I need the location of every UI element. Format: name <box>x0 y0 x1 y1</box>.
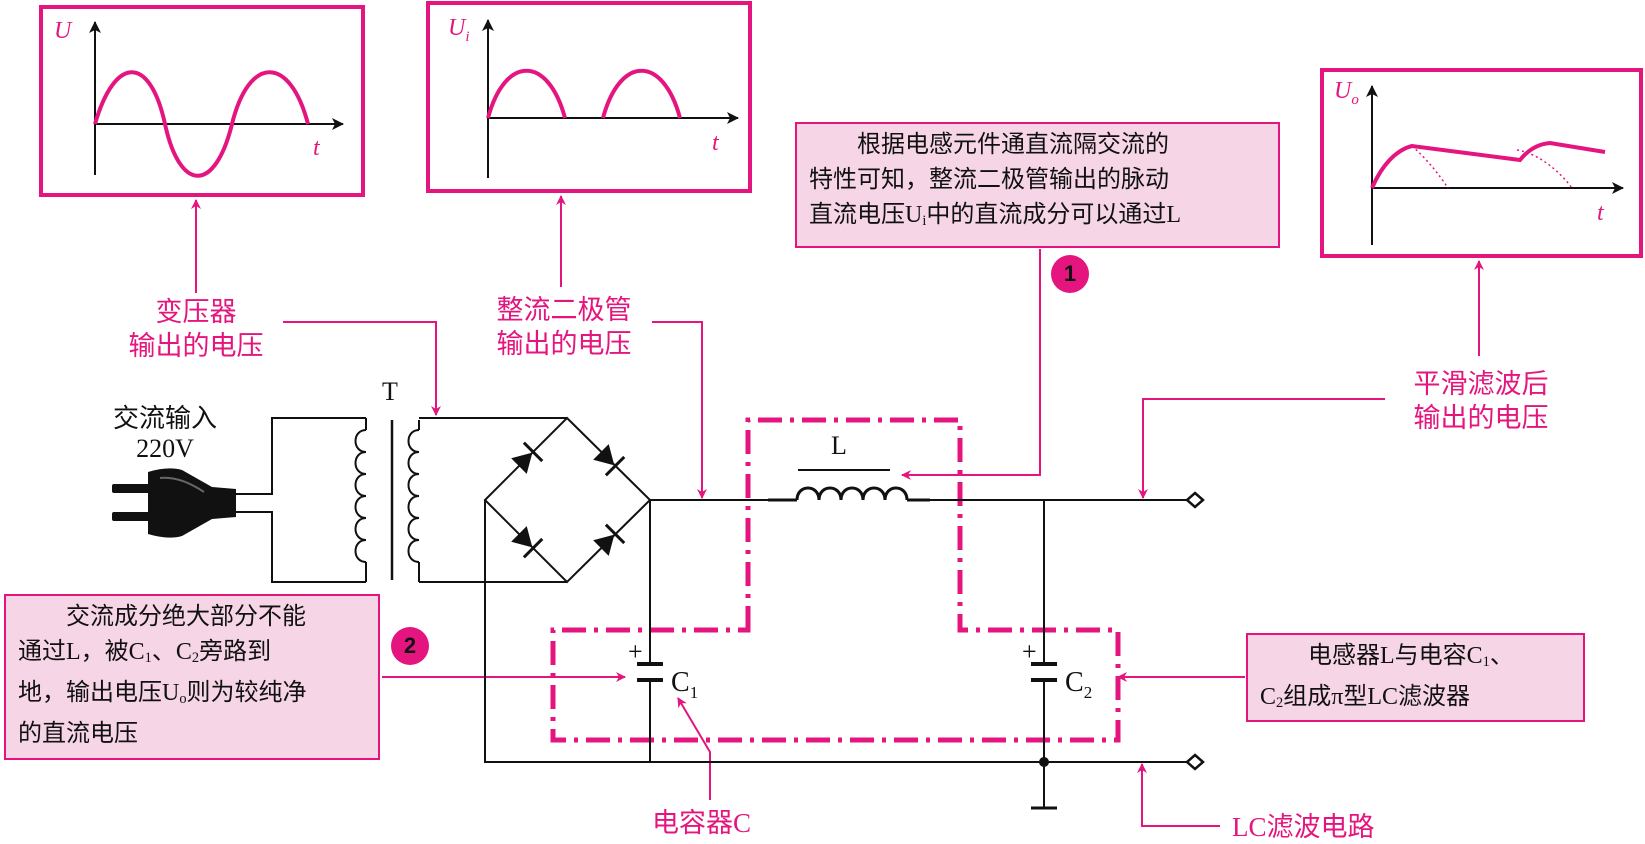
smoothed-output-label: 平滑滤波后 输出的电压 <box>1413 369 1549 433</box>
rectified-waveform-graph: Ui t <box>426 1 752 193</box>
graph3-y-label: Uo <box>1334 78 1359 108</box>
output-terminals <box>1185 491 1205 771</box>
note2-badge: 2 <box>391 627 429 665</box>
rectified-wave <box>486 68 682 119</box>
arrow-smoothed-output <box>1138 398 1385 499</box>
smoothed-wave <box>1370 140 1606 189</box>
arrow-note1-to-inductor <box>901 249 1041 480</box>
c2-plus: + <box>1022 637 1037 666</box>
ac-plug-icon <box>112 468 236 538</box>
graph3-x-label: t <box>1597 200 1605 226</box>
diode-bottom-right <box>593 523 626 556</box>
inductor-letter: L <box>831 431 847 460</box>
arrow-lc-label <box>1137 763 1220 827</box>
callout-arrows <box>191 195 1484 827</box>
diode-top-right <box>593 444 626 477</box>
smoothed-waveform-graph: Uo t <box>1320 68 1643 258</box>
graph1-x-label: t <box>313 135 321 161</box>
transformer-output-label: 变压器 输出的电压 <box>128 297 264 361</box>
lc-filter-outline <box>550 417 1121 743</box>
note1-badge: 1 <box>1051 255 1089 293</box>
capacitor-c-label: 电容器C <box>652 808 752 838</box>
ac-input-label: 交流输入 220V <box>113 404 218 463</box>
c2-label: C2 <box>1065 667 1092 702</box>
note2-box: 交流成分绝大部分不能 通过L，被C1、C2旁路到 地，输出电压Uo则为较纯净 的… <box>4 594 380 760</box>
diode-top-left <box>511 441 544 474</box>
secondary-coil <box>407 429 420 563</box>
circuit-wiring <box>235 416 1195 810</box>
graph1-y-label: U <box>54 18 73 44</box>
primary-coil <box>354 429 367 563</box>
transformer-waveform-graph: U t <box>39 5 365 197</box>
capacitor-c2 <box>1031 662 1057 682</box>
bridge-rectifier <box>483 416 652 584</box>
note3-box: 电感器L与电容C1、 C2组成π型LC滤波器 <box>1246 633 1585 722</box>
transformer-letter: T <box>382 377 398 406</box>
note1-box: 根据电感元件通直流隔交流的 特性可知，整流二极管输出的脉动 直流电压Ui中的直流… <box>795 122 1280 248</box>
arrow-transformer-secondary <box>283 321 441 416</box>
graph2-y-label: Ui <box>448 15 470 45</box>
graph2-x-label: t <box>712 130 720 156</box>
capacitor-c1 <box>637 662 663 682</box>
lc-filter-label: LC滤波电路 <box>1232 812 1375 842</box>
arrow-capacitor-label <box>677 697 711 800</box>
c1-plus: + <box>628 637 643 666</box>
sine-wave <box>93 70 310 178</box>
arrow-rectifier-output <box>652 321 707 499</box>
c1-label: C1 <box>671 667 698 702</box>
inductor-coil <box>795 486 909 501</box>
diode-bottom-left <box>511 526 544 559</box>
junction-dot <box>1039 757 1049 767</box>
rectifier-output-label: 整流二极管 输出的电压 <box>496 295 632 359</box>
ripple-dotted <box>1411 145 1573 189</box>
